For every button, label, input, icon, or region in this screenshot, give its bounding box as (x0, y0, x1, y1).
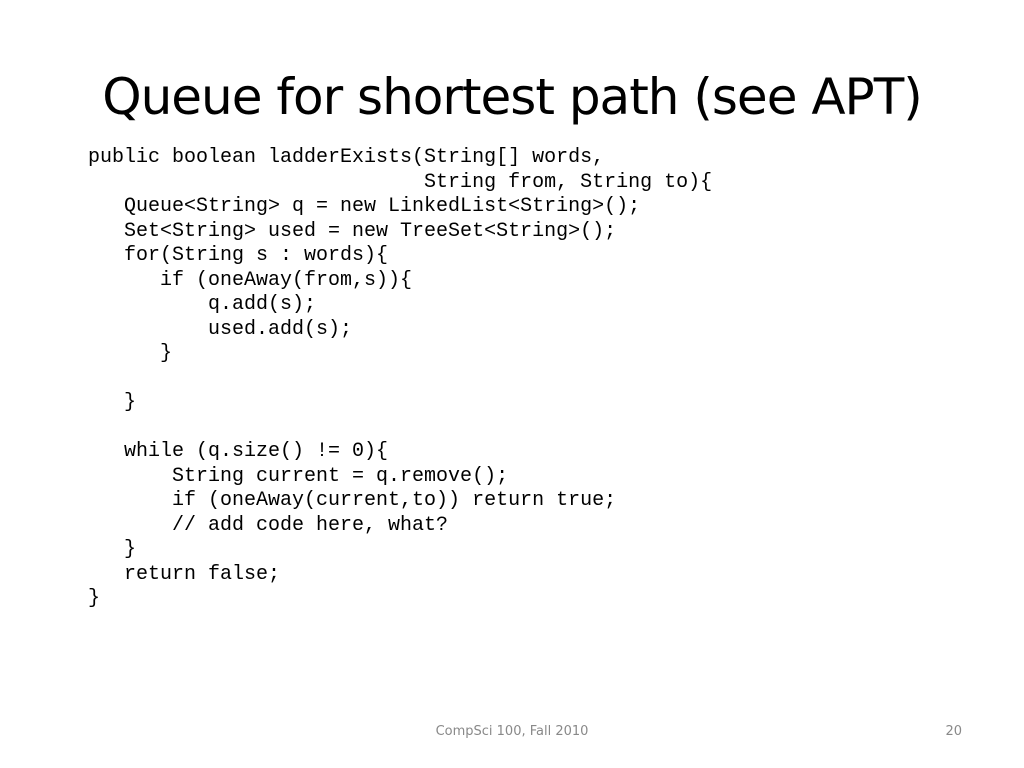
code-line: public boolean ladderExists(String[] wor… (88, 146, 605, 169)
code-line: Queue<String> q = new LinkedList<String>… (88, 195, 641, 218)
code-line: String current = q.remove(); (88, 464, 509, 488)
code-line-blank (88, 367, 988, 392)
code-line: } (88, 342, 173, 365)
code-line: String from, String to){ (88, 170, 713, 194)
slide-page-number: 20 (945, 724, 962, 739)
code-line: q.add(s); (88, 293, 317, 316)
code-line-blank (88, 416, 988, 441)
code-line: for(String s : words){ (88, 244, 389, 267)
code-line: if (oneAway(from,s)){ (88, 268, 413, 292)
code-line: } (88, 587, 101, 610)
footer-course-label: CompSci 100, Fall 2010 (435, 724, 589, 739)
code-line: if (oneAway(current,to)) return true; (88, 489, 617, 512)
code-line: return false; (88, 562, 281, 586)
code-line: Set<String> used = new TreeSet<String>()… (88, 219, 617, 243)
code-line: } (88, 391, 137, 414)
code-line: } (88, 538, 137, 561)
code-line: while (q.size() != 0){ (88, 440, 389, 463)
code-block: public boolean ladderExists(String[] wor… (88, 146, 988, 612)
code-line: used.add(s); (88, 317, 353, 341)
slide-title: Queue for shortest path (see APT) (102, 68, 923, 126)
code-line: // add code here, what? (88, 513, 449, 537)
